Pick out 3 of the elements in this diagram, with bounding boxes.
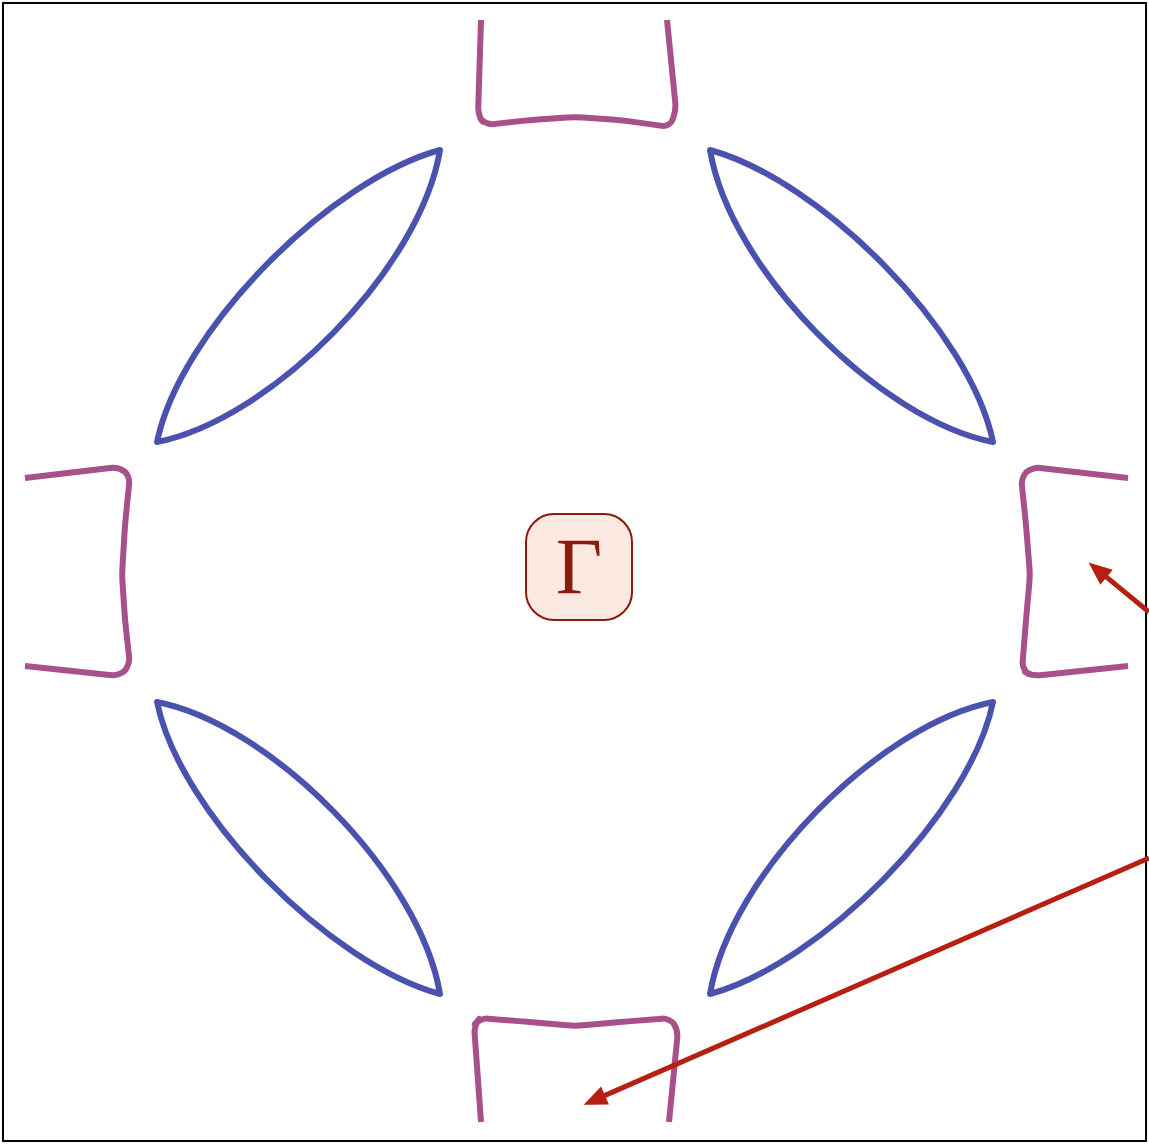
pocket-curve <box>1018 464 1129 679</box>
pocket-curve <box>471 1015 681 1123</box>
label-box: Γ <box>525 513 633 621</box>
